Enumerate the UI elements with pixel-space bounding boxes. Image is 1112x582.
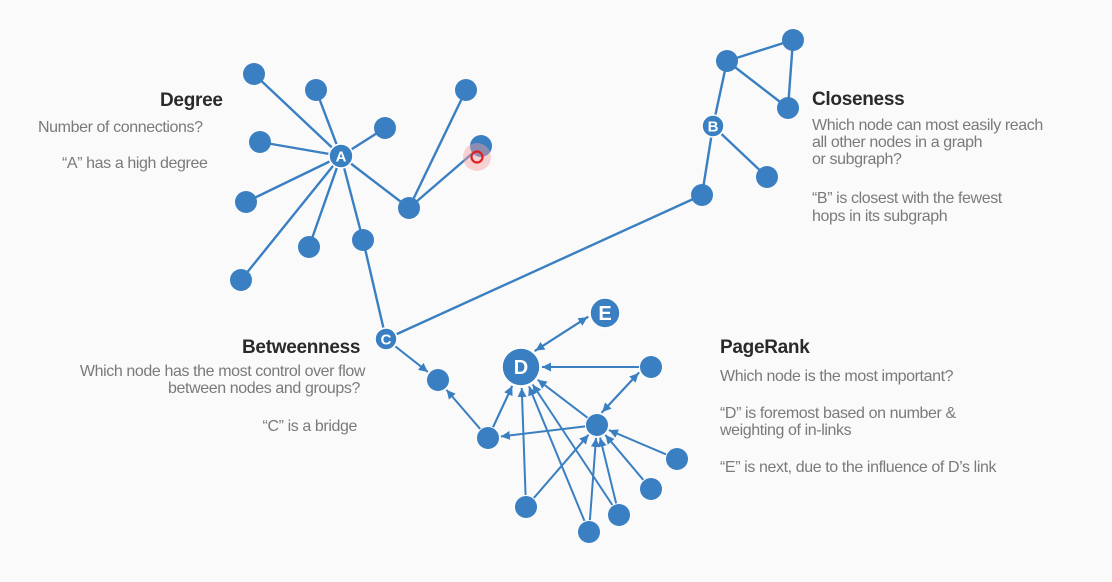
node-a9: [398, 197, 420, 219]
node-b3: [777, 97, 799, 119]
arrow-p4-p3: [601, 371, 640, 413]
edge-b1-b3: [726, 60, 789, 109]
node-A: [328, 143, 354, 169]
node-p5: [666, 448, 688, 470]
arrow-p3-D: [537, 378, 589, 419]
betweenness-question-line-2: between nodes and groups?: [168, 380, 360, 397]
arrow-p2-p1: [445, 389, 481, 430]
node-b4: [756, 166, 778, 188]
degree-title: Degree: [160, 90, 223, 111]
edge-C-b5: [385, 193, 703, 341]
node-D: [501, 347, 541, 387]
edge-a9-a10: [407, 89, 468, 209]
arrow-p3-p2: [500, 425, 586, 440]
node-a8: [352, 229, 374, 251]
arrow-p6-p3: [604, 434, 645, 481]
degree-note: “A” has a high degree: [62, 155, 208, 172]
edge-A-a6: [307, 155, 343, 248]
node-label-C: C: [381, 332, 392, 349]
pagerank-note2: “E” is next, due to the influence of D’s…: [720, 459, 997, 476]
node-a7: [374, 117, 396, 139]
node-p2: [477, 427, 499, 449]
arrow-p8-p3: [588, 437, 600, 521]
edge-a9-a11: [408, 145, 482, 209]
closeness-question-line-3: or subgraph?: [812, 151, 902, 168]
closeness-note-line-1: “B” is closest with the fewest: [812, 190, 1002, 207]
node-p8: [578, 521, 600, 543]
node-b2: [782, 29, 804, 51]
node-C: [374, 327, 398, 351]
arrow-p9-D: [517, 387, 527, 496]
pagerank-title: PageRank: [720, 337, 810, 358]
edge-A-a3: [259, 140, 342, 158]
cursor-indicator: [463, 143, 491, 171]
edge-A-a8: [339, 155, 365, 241]
edge-A-a4: [245, 154, 342, 204]
closeness-note-line-2: hops in its subgraph: [812, 208, 948, 225]
pagerank-question: Which node is the most important?: [720, 368, 954, 385]
arrow-p2-D: [492, 385, 514, 428]
edge-b2-b3: [786, 39, 795, 109]
node-b1: [716, 50, 738, 72]
pagerank-note1-line-1: “D” is foremost based on number &: [720, 405, 956, 422]
arrow-p5-p3: [608, 429, 667, 456]
node-p1: [427, 369, 449, 391]
node-label-E: E: [598, 303, 611, 325]
node-a5: [230, 269, 252, 291]
edge-A-a1: [253, 73, 342, 157]
node-a1: [243, 63, 265, 85]
node-a6: [298, 236, 320, 258]
degree-question: Number of connections?: [38, 119, 203, 136]
node-a4: [235, 191, 257, 213]
arrow-p7-p3: [597, 437, 618, 504]
node-p7: [608, 504, 630, 526]
node-a3: [249, 131, 271, 153]
node-a2: [305, 79, 327, 101]
closeness-question-line-1: Which node can most easily reach: [812, 117, 1043, 134]
node-a10: [455, 79, 477, 101]
pagerank-note1-line-2: weighting of in-links: [720, 422, 852, 439]
node-p4: [640, 356, 662, 378]
node-B: [701, 114, 725, 138]
edge-B-b4: [712, 125, 768, 178]
node-p3: [586, 414, 608, 436]
edge-A-a9: [340, 155, 410, 209]
node-label-D: D: [514, 357, 528, 379]
closeness-question-line-2: all other nodes in a graph: [812, 134, 983, 151]
edge-a8-C: [361, 239, 388, 340]
node-p9: [515, 496, 537, 518]
node-label-B: B: [708, 119, 719, 136]
arrow-E-D: [534, 315, 589, 352]
edge-A-a5: [240, 155, 342, 281]
arrow-C-p1: [394, 345, 429, 373]
node-label-A: A: [336, 149, 347, 166]
node-b5: [691, 184, 713, 206]
closeness-title: Closeness: [812, 89, 905, 110]
betweenness-title: Betweenness: [242, 337, 361, 358]
node-p6: [640, 478, 662, 500]
node-E: [589, 297, 621, 329]
edge-b1-b2: [726, 38, 794, 63]
betweenness-question-line-1: Which node has the most control over flo…: [79, 363, 365, 380]
arrow-p8-D: [528, 386, 586, 522]
betweenness-note: “C” is a bridge: [262, 418, 358, 435]
arrow-p7-D: [531, 383, 614, 506]
